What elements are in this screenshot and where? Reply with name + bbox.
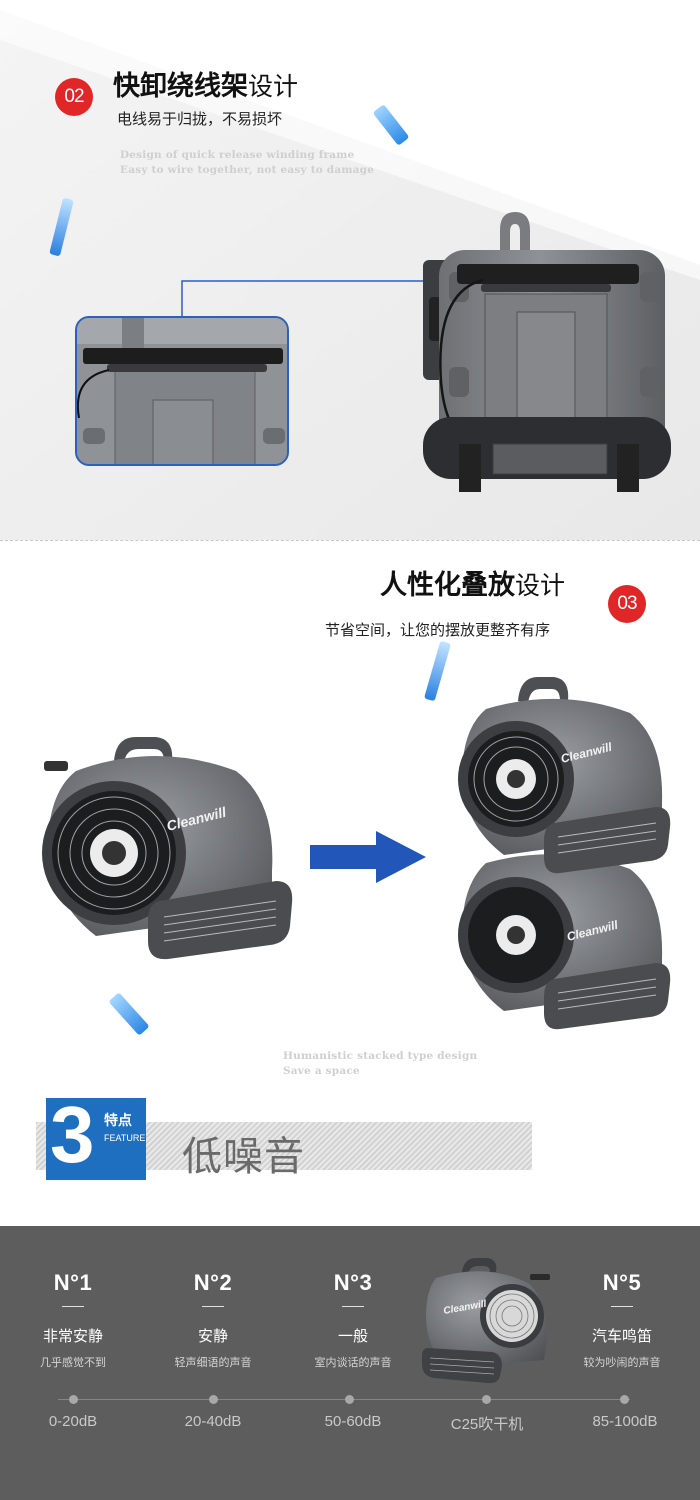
level-description: 几乎感觉不到 (40, 1356, 106, 1369)
level-rule (202, 1306, 224, 1307)
zoom-callout (75, 316, 289, 466)
timeline-dot (345, 1395, 354, 1404)
c25-blower-product: Cleanwill (422, 1258, 550, 1384)
level-number: N°5 (602, 1270, 642, 1295)
section-title-light: 设计 (248, 72, 299, 101)
section-title: 人性化叠放设计 (380, 563, 565, 602)
noise-level-3: N°3 一般 室内谈话的声音 (293, 1270, 413, 1370)
timeline-dot (620, 1395, 629, 1404)
english-caption-line2: Easy to wire together, not easy to damag… (120, 164, 375, 176)
section-title-light: 设计 (515, 571, 566, 600)
timeline-dot (69, 1395, 78, 1404)
section-divider (0, 540, 700, 541)
level-description: 室内谈话的声音 (314, 1356, 392, 1369)
level-name: 安静 (197, 1327, 228, 1345)
section-number-badge: 02 (55, 78, 93, 116)
level-description: 较为吵闹的声音 (583, 1356, 661, 1369)
decibel-range: 20-40dB (184, 1413, 242, 1430)
section-title-bold: 人性化叠放 (380, 570, 515, 601)
machine-back-illustration (423, 212, 671, 492)
english-caption: Design of quick release winding frame Ea… (120, 148, 374, 178)
product-label: C25吹干机 (450, 1416, 524, 1433)
winding-frame-section: 02 快卸绕线架设计 电线易于归拢，不易损坏 Design of quick r… (0, 0, 700, 540)
level-number: N°3 (333, 1270, 373, 1295)
noise-level-5: N°5 汽车鸣笛 较为吵闹的声音 (562, 1270, 682, 1370)
english-caption-line1: Humanistic stacked type design (283, 1050, 478, 1062)
level-rule (611, 1306, 633, 1307)
feature-number-box (46, 1098, 146, 1180)
feature-title: 低噪音 (182, 1134, 305, 1180)
decor-streak (423, 640, 452, 702)
decibel-range: 85-100dB (592, 1413, 658, 1430)
feature-header: 低噪音 3 特点 FEATURE (0, 1086, 700, 1226)
noise-level-panel: N°1 非常安静 几乎感觉不到 N°2 安静 轻声细语的声音 N°3 一般 室内… (0, 1226, 700, 1500)
level-rule (62, 1306, 84, 1307)
level-number: N°2 (193, 1270, 233, 1295)
level-rule (342, 1306, 364, 1307)
level-description: 轻声细语的声音 (174, 1356, 252, 1369)
stacked-blowers-illustration: Cleanwill Cleanwill (458, 677, 671, 1030)
transform-arrow (310, 831, 426, 883)
feature-label-en: FEATURE (104, 1133, 146, 1143)
feature-label-cn: 特点 (104, 1113, 132, 1129)
noise-timeline (58, 1399, 630, 1400)
level-name: 非常安静 (42, 1327, 103, 1345)
single-blower-illustration: Cleanwill (42, 737, 293, 960)
decibel-range: 50-60dB (324, 1413, 382, 1430)
decor-streak (108, 992, 150, 1036)
stacking-section: 人性化叠放设计 03 节省空间，让您的摆放更整齐有序 (0, 541, 700, 1086)
section-title-bold: 快卸绕线架 (113, 71, 248, 102)
section-subtitle: 电线易于归拢，不易损坏 (117, 110, 283, 128)
timeline-dot (209, 1395, 218, 1404)
section-title: 快卸绕线架设计 (113, 64, 298, 103)
level-name: 汽车鸣笛 (591, 1327, 652, 1345)
section-number-badge: 03 (608, 585, 646, 623)
decibel-range: 0-20dB (48, 1413, 98, 1430)
winding-frame-closeup (77, 318, 287, 464)
callout-connector (181, 280, 470, 316)
noise-level-2: N°2 安静 轻声细语的声音 (153, 1270, 273, 1370)
english-caption-line1: Design of quick release winding frame (120, 149, 355, 161)
timeline-dot (482, 1395, 491, 1404)
english-caption-line2: Save a space (283, 1065, 360, 1077)
feature-number: 3 (50, 1090, 95, 1179)
level-number: N°1 (53, 1270, 93, 1295)
noise-level-1: N°1 非常安静 几乎感觉不到 (13, 1270, 133, 1370)
english-caption: Humanistic stacked type design Save a sp… (283, 1049, 477, 1079)
section-subtitle: 节省空间，让您的摆放更整齐有序 (325, 621, 551, 639)
level-name: 一般 (337, 1327, 368, 1345)
